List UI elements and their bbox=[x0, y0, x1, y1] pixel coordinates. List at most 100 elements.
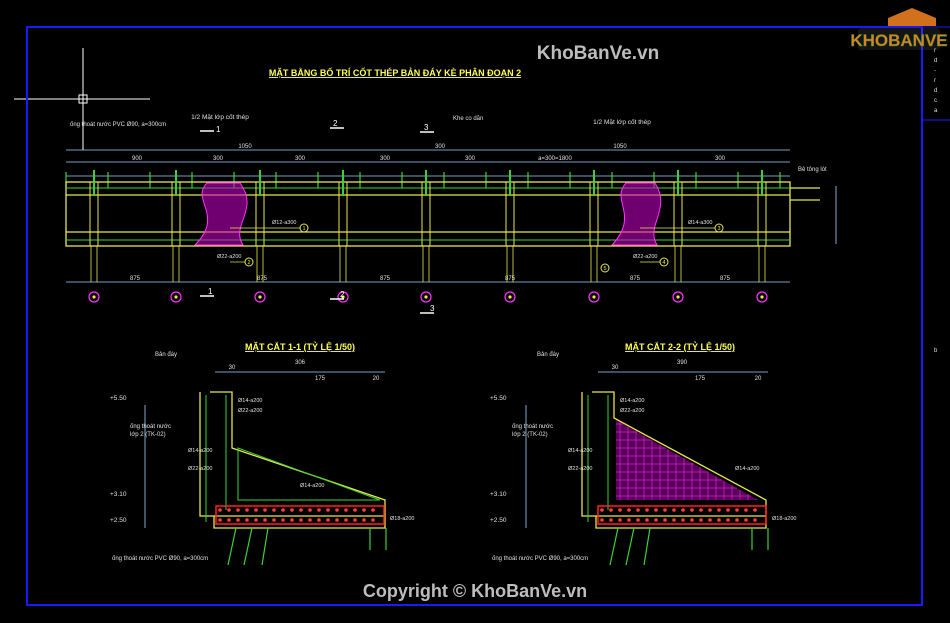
rebar-dot bbox=[627, 518, 631, 522]
rebar-dot bbox=[236, 518, 240, 522]
pile-marker-dot-3 bbox=[258, 295, 262, 299]
svg-text:Ø22-a200: Ø22-a200 bbox=[568, 466, 592, 472]
svg-text:Bản đáy: Bản đáy bbox=[155, 352, 177, 358]
rebar-dot bbox=[717, 518, 721, 522]
svg-text:Ø14-a200: Ø14-a200 bbox=[238, 398, 262, 404]
plan-dimension-ticks bbox=[65, 172, 781, 188]
plan-pvc-note: ống thoát nước PVC Ø90, a=300cm bbox=[70, 122, 166, 128]
pile-marker-dot-6 bbox=[508, 295, 512, 299]
cad-crosshair-cursor bbox=[14, 48, 150, 150]
rebar-dot bbox=[636, 508, 640, 512]
rebar-dot bbox=[681, 508, 685, 512]
rebar-dot bbox=[272, 518, 276, 522]
pile-marker-9 bbox=[756, 291, 768, 303]
svg-text:300: 300 bbox=[295, 156, 306, 162]
rebar-dot bbox=[326, 518, 330, 522]
rebar-dot bbox=[690, 508, 694, 512]
rebar-dot bbox=[263, 508, 267, 512]
rebar-dot bbox=[618, 508, 622, 512]
section-1-callouts: Ø14-a200 Ø22-a200 Ø14-a200 Ø22-a200 Ø14-… bbox=[188, 398, 414, 522]
title-block-text: rd- rdc ab bbox=[934, 48, 938, 354]
svg-text:875: 875 bbox=[130, 276, 141, 282]
rebar-dot bbox=[353, 518, 357, 522]
svg-text:Ø18-a200: Ø18-a200 bbox=[772, 516, 796, 522]
pile-marker-dot-2 bbox=[174, 295, 178, 299]
svg-text:3: 3 bbox=[717, 226, 720, 232]
pile-marker-dot-5 bbox=[424, 295, 428, 299]
svg-text:ống thoát nước: ống thoát nước bbox=[512, 424, 553, 430]
plan-dim-text-mid: 900 300 300 300 300 a=300=1800 300 bbox=[132, 156, 726, 162]
rebar-dot bbox=[362, 508, 366, 512]
section-1-view: MẶT CẮT 1-1 (TỶ LỆ 1/50) Bản đáy ống tho… bbox=[110, 341, 414, 566]
svg-text:900: 900 bbox=[132, 156, 143, 162]
svg-text:a: a bbox=[934, 108, 938, 114]
rebar-dot bbox=[663, 508, 667, 512]
svg-text:875: 875 bbox=[505, 276, 516, 282]
svg-text:ống thoát nước: ống thoát nước bbox=[130, 424, 171, 430]
section-1-concrete-outline bbox=[199, 391, 386, 529]
section-2-title: MẶT CẮT 2-2 (TỶ LỆ 1/50) bbox=[625, 341, 735, 352]
svg-text:1050: 1050 bbox=[238, 144, 252, 150]
svg-text:30: 30 bbox=[229, 365, 236, 371]
rebar-dot bbox=[335, 508, 339, 512]
rebar-dot bbox=[371, 508, 375, 512]
svg-text:Bản đáy: Bản đáy bbox=[537, 352, 559, 358]
svg-text:d: d bbox=[934, 58, 937, 64]
rebar-dot bbox=[218, 508, 222, 512]
pile-marker-dot-4 bbox=[341, 295, 345, 299]
svg-text:5: 5 bbox=[603, 266, 606, 272]
section-1-rebar-dots bbox=[218, 508, 375, 522]
svg-text:Ø22-a200: Ø22-a200 bbox=[188, 466, 212, 472]
rebar-dot bbox=[735, 508, 739, 512]
rebar-dot bbox=[690, 518, 694, 522]
rebar-dot bbox=[681, 518, 685, 522]
rebar-dot bbox=[299, 508, 303, 512]
svg-text:b: b bbox=[934, 348, 938, 354]
plan-joint-note: Khe co dãn bbox=[453, 116, 483, 122]
pile-marker-6 bbox=[504, 291, 516, 303]
rebar-dot bbox=[326, 508, 330, 512]
rebar-dot bbox=[744, 518, 748, 522]
svg-text:1: 1 bbox=[216, 125, 221, 134]
svg-text:Ø14-a200: Ø14-a200 bbox=[735, 466, 759, 472]
rebar-dot bbox=[726, 518, 730, 522]
rebar-dot bbox=[272, 508, 276, 512]
svg-text:20: 20 bbox=[373, 376, 380, 382]
rebar-dot bbox=[645, 508, 649, 512]
rebar-dot bbox=[245, 518, 249, 522]
rebar-dot bbox=[753, 508, 757, 512]
rebar-dot bbox=[654, 508, 658, 512]
svg-text:3: 3 bbox=[430, 304, 435, 313]
rebar-dot bbox=[299, 518, 303, 522]
svg-text:+2.50: +2.50 bbox=[490, 517, 507, 524]
rebar-dot bbox=[600, 518, 604, 522]
pile-marker-dot-7 bbox=[592, 295, 596, 299]
svg-text:Ø22-a200: Ø22-a200 bbox=[633, 254, 657, 260]
plan-section-markers: 1 1 2 2 3 3 bbox=[200, 119, 435, 314]
svg-text:2: 2 bbox=[340, 290, 345, 299]
plan-slab-outline bbox=[65, 181, 820, 247]
rebar-dot bbox=[645, 518, 649, 522]
pile-marker-1 bbox=[88, 291, 100, 303]
rebar-dot bbox=[699, 518, 703, 522]
rebar-dot bbox=[708, 508, 712, 512]
rebar-dot bbox=[672, 518, 676, 522]
pile-marker-8 bbox=[672, 291, 684, 303]
rebar-dot bbox=[627, 508, 631, 512]
svg-text:Ø22-a200: Ø22-a200 bbox=[620, 408, 644, 414]
plan-dimension-lines bbox=[66, 149, 837, 283]
rebar-dot bbox=[708, 518, 712, 522]
svg-text:875: 875 bbox=[630, 276, 641, 282]
svg-text:1050: 1050 bbox=[613, 144, 627, 150]
section-1-piles bbox=[227, 527, 387, 566]
pile-marker-3 bbox=[254, 291, 266, 303]
svg-text:390: 390 bbox=[677, 360, 688, 366]
svg-text:Ø14-a200: Ø14-a200 bbox=[568, 448, 592, 454]
rebar-dot bbox=[254, 508, 258, 512]
svg-text:r: r bbox=[934, 48, 936, 54]
svg-text:Ø18-a200: Ø18-a200 bbox=[390, 516, 414, 522]
rebar-dot bbox=[344, 518, 348, 522]
pile-marker-4 bbox=[337, 291, 349, 303]
rebar-dot bbox=[699, 508, 703, 512]
rebar-dot bbox=[227, 508, 231, 512]
